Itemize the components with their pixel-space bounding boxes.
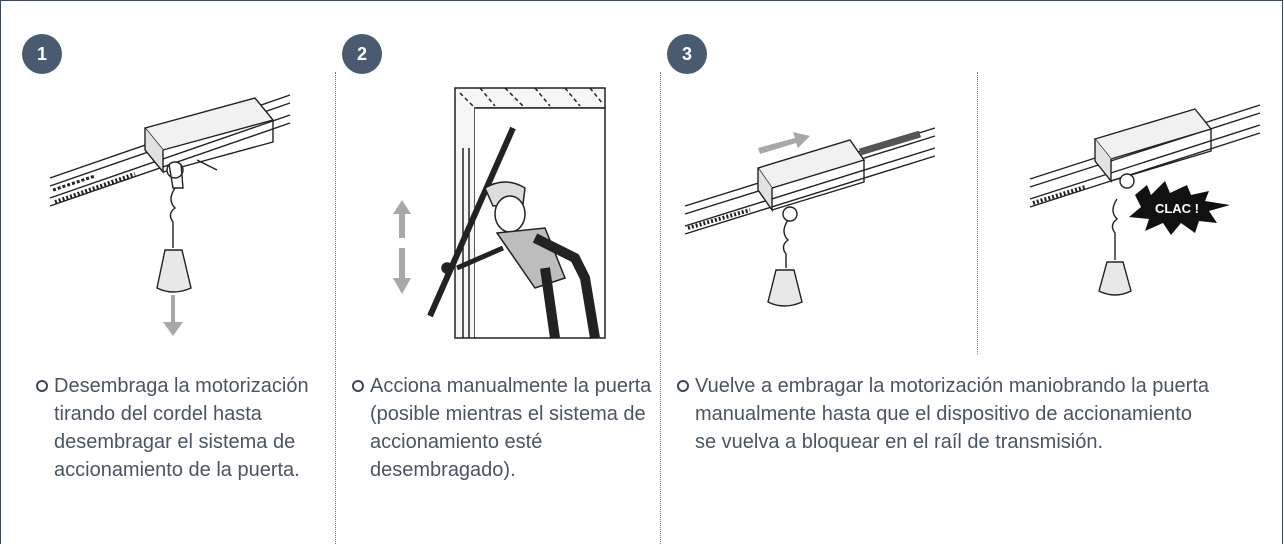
pull-down-arrow [163,295,183,336]
step-2-text: Acciona manualmente la puerta (posible m… [370,375,652,481]
step-3a-illustration [684,127,936,307]
clac-burst [1129,181,1230,235]
divider-2-3 [660,72,661,544]
bullet-icon [677,380,689,392]
step-3-caption: Vuelve a embragar la motorización maniob… [677,372,1217,456]
divider-3a-3b [977,72,978,354]
step-3b-illustration: CLAC ! [1029,104,1261,296]
bullet-icon [36,380,48,392]
step-1-badge: 1 [22,34,62,74]
step-1-caption: Desembraga la motorización tirando del c… [36,372,326,484]
push-right-arrow [758,132,810,154]
clac-label: CLAC ! [1155,201,1199,216]
divider-1-2 [335,72,336,544]
step-1-illustration [49,94,291,336]
step-2-illustration [393,87,606,339]
step-2-caption: Acciona manualmente la puerta (posible m… [352,372,652,484]
step-3-text: Vuelve a embragar la motorización maniob… [695,375,1209,453]
step-2-badge: 2 [342,34,382,74]
bullet-icon [352,380,364,392]
step-1-text: Desembraga la motorización tirando del c… [54,375,309,481]
step-3-badge: 3 [667,34,707,74]
up-down-arrow [393,200,411,294]
